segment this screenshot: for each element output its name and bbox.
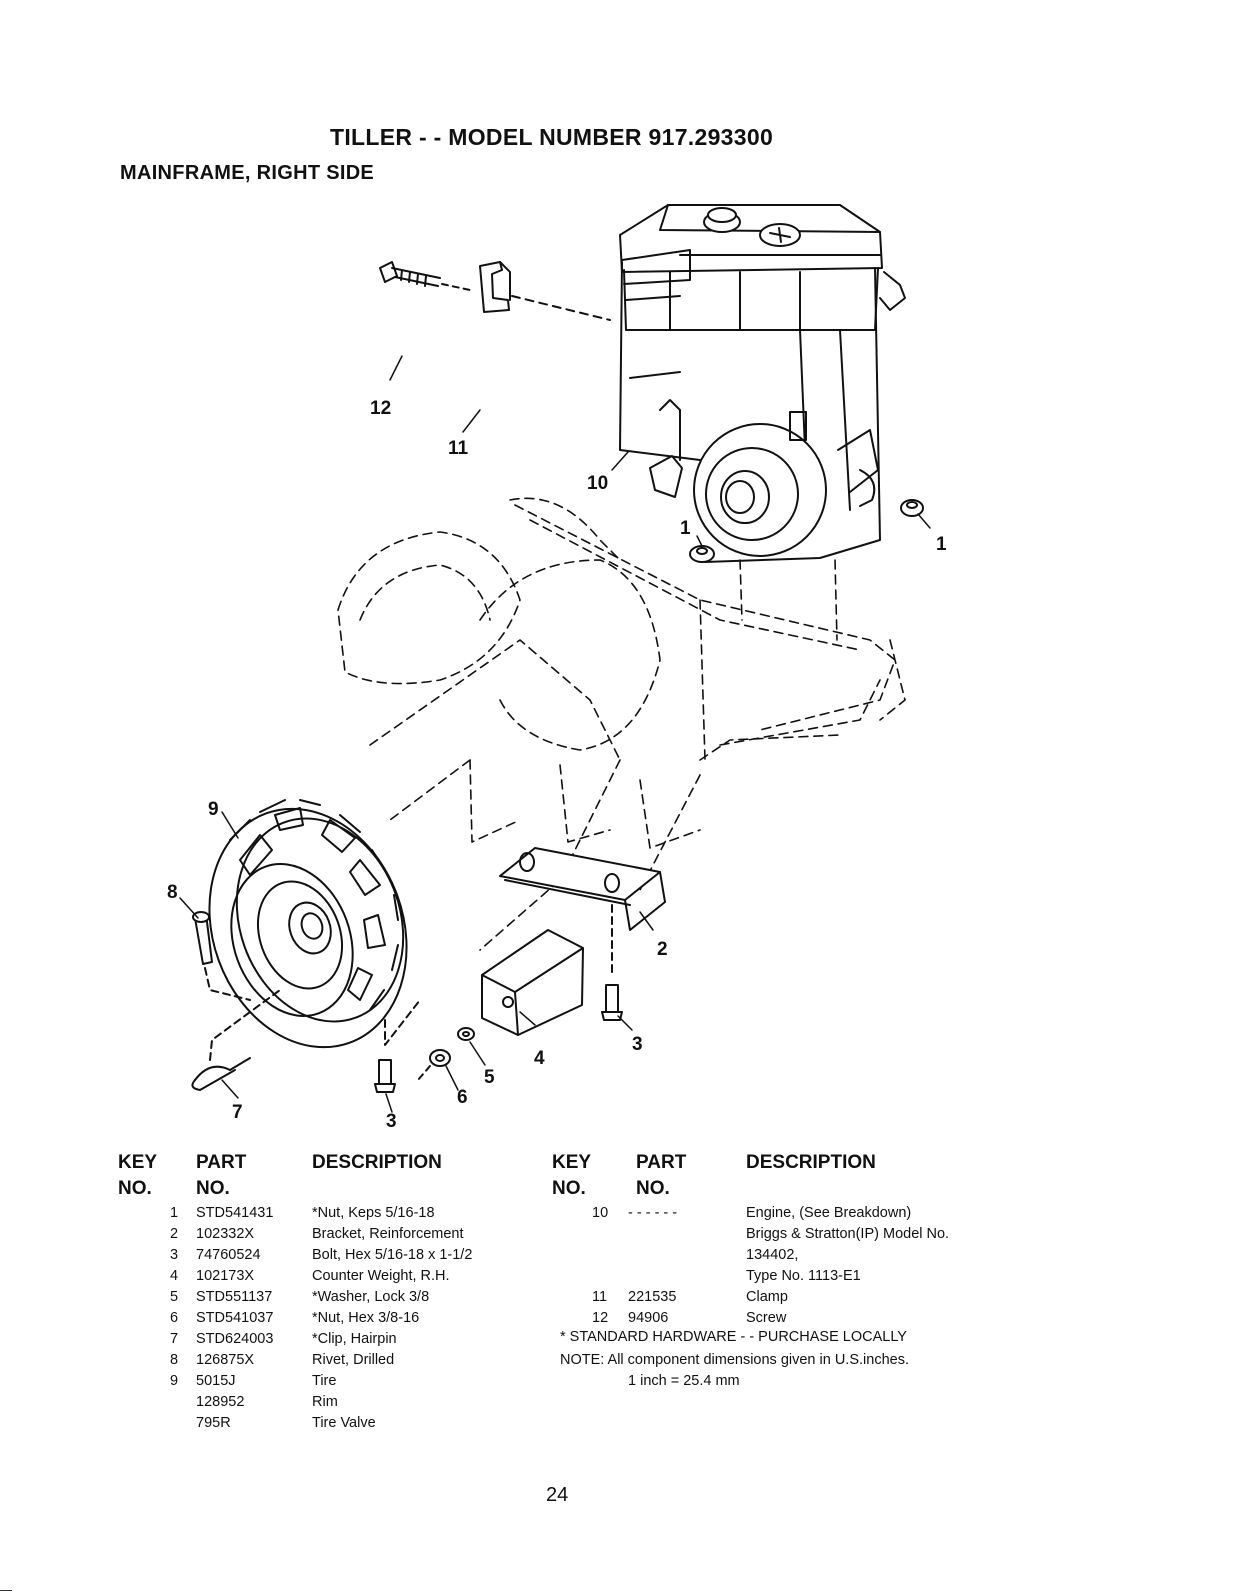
section-subtitle: MAINFRAME, RIGHT SIDE	[120, 162, 375, 184]
description: *Clip, Hairpin	[312, 1331, 397, 1347]
callout-2: 2	[657, 939, 668, 960]
key-no: 10	[592, 1205, 609, 1221]
key-no: 7	[170, 1331, 179, 1347]
clip-7-illustration	[191, 989, 281, 1091]
part-no: 795R	[196, 1415, 231, 1431]
page-title: TILLER - - MODEL NUMBER 917.293300	[330, 124, 774, 150]
description: Rim	[312, 1394, 338, 1410]
callout-1b: 1	[936, 534, 947, 555]
description: Counter Weight, R.H.	[312, 1268, 450, 1284]
callout-6: 6	[457, 1087, 468, 1108]
key-no: 3	[170, 1247, 179, 1263]
description: Bracket, Reinforcement	[312, 1226, 464, 1242]
counterweight-4-illustration	[481, 929, 584, 1036]
description: 134402,	[746, 1247, 799, 1263]
key-no: 2	[170, 1226, 179, 1242]
part-no: STD624003	[196, 1331, 274, 1347]
description: Bolt, Hex 5/16-18 x 1-1/2	[312, 1247, 473, 1263]
page-number: 24	[546, 1484, 569, 1506]
nut-1-illustration	[689, 499, 924, 563]
bracket-2-illustration	[499, 847, 666, 931]
nut-6-illustration	[417, 1049, 451, 1081]
key-no: 11	[592, 1289, 608, 1305]
part-no: STD551137	[196, 1289, 273, 1305]
part-no: 5015J	[196, 1373, 236, 1389]
callout-7: 7	[232, 1102, 243, 1123]
description: *Washer, Lock 3/8	[312, 1289, 430, 1305]
key-no: 1	[170, 1205, 179, 1221]
key-no: 8	[170, 1352, 179, 1368]
part-no: 126875X	[196, 1352, 255, 1368]
part-no: 102173X	[196, 1268, 255, 1284]
key-no: 12	[592, 1310, 609, 1326]
callout-1a: 1	[680, 518, 691, 539]
part-no: 94906	[628, 1310, 669, 1326]
description: Rivet, Drilled	[312, 1352, 395, 1368]
callout-9: 9	[208, 799, 219, 820]
key-no: 5	[170, 1289, 179, 1305]
part-no: STD541431	[196, 1205, 274, 1221]
scan-edge-mark	[0, 1590, 12, 1591]
bolt-3-left-illustration	[374, 999, 421, 1093]
header-part-right: PART NO.	[636, 1152, 687, 1199]
part-no: 102332X	[196, 1226, 255, 1242]
header-key-right: KEY NO.	[552, 1152, 592, 1199]
description: Tire	[312, 1373, 337, 1389]
part-no: 128952	[196, 1394, 245, 1410]
dimensions-note: NOTE: All component dimensions given in …	[560, 1352, 909, 1368]
exploded-parts-diagram: 12 11 10 1 1 9 8 2 3 4 5 6 7 3	[167, 204, 947, 1132]
description: Screw	[746, 1310, 787, 1326]
leader-lines	[179, 355, 931, 1113]
engine-illustration	[619, 204, 906, 563]
description: Briggs & Stratton(IP) Model No.	[746, 1226, 950, 1242]
description: *Nut, Hex 3/8-16	[312, 1310, 420, 1326]
bolt-3-right-illustration	[601, 904, 623, 1021]
callout-3b: 3	[386, 1111, 397, 1132]
callout-10: 10	[587, 473, 608, 494]
tire-9-illustration	[208, 799, 408, 1049]
callout-8: 8	[167, 882, 178, 903]
description: Clamp	[746, 1289, 788, 1305]
screw-12-illustration	[379, 261, 471, 291]
standard-hardware-note: * STANDARD HARDWARE - - PURCHASE LOCALLY	[560, 1329, 907, 1345]
header-key-left: KEY NO.	[118, 1152, 158, 1199]
callout-4: 4	[534, 1048, 545, 1069]
tiller-frame-outline	[337, 497, 906, 951]
part-no: STD541037	[196, 1310, 274, 1326]
part-no: - - - - - -	[628, 1205, 678, 1221]
header-description-right: DESCRIPTION	[746, 1152, 876, 1173]
description: Type No. 1113-E1	[746, 1268, 861, 1284]
description: Engine, (See Breakdown)	[746, 1205, 912, 1221]
washer-5-illustration	[457, 1027, 475, 1041]
conversion-note: 1 inch = 25.4 mm	[628, 1373, 740, 1389]
clamp-11-illustration	[479, 261, 611, 321]
rivet-8-illustration	[192, 911, 251, 1001]
key-no: 9	[170, 1373, 179, 1389]
callout-5: 5	[484, 1067, 495, 1088]
callout-3a: 3	[632, 1034, 643, 1055]
part-no: 74760524	[196, 1247, 261, 1263]
header-description-left: DESCRIPTION	[312, 1152, 442, 1173]
part-no: 221535	[628, 1289, 677, 1305]
key-no: 6	[170, 1310, 179, 1326]
key-no: 4	[170, 1268, 179, 1284]
callout-12: 12	[370, 398, 391, 419]
header-part-left: PART NO.	[196, 1152, 247, 1199]
description: *Nut, Keps 5/16-18	[312, 1205, 435, 1221]
callout-11: 11	[448, 438, 469, 459]
description: Tire Valve	[312, 1415, 376, 1431]
